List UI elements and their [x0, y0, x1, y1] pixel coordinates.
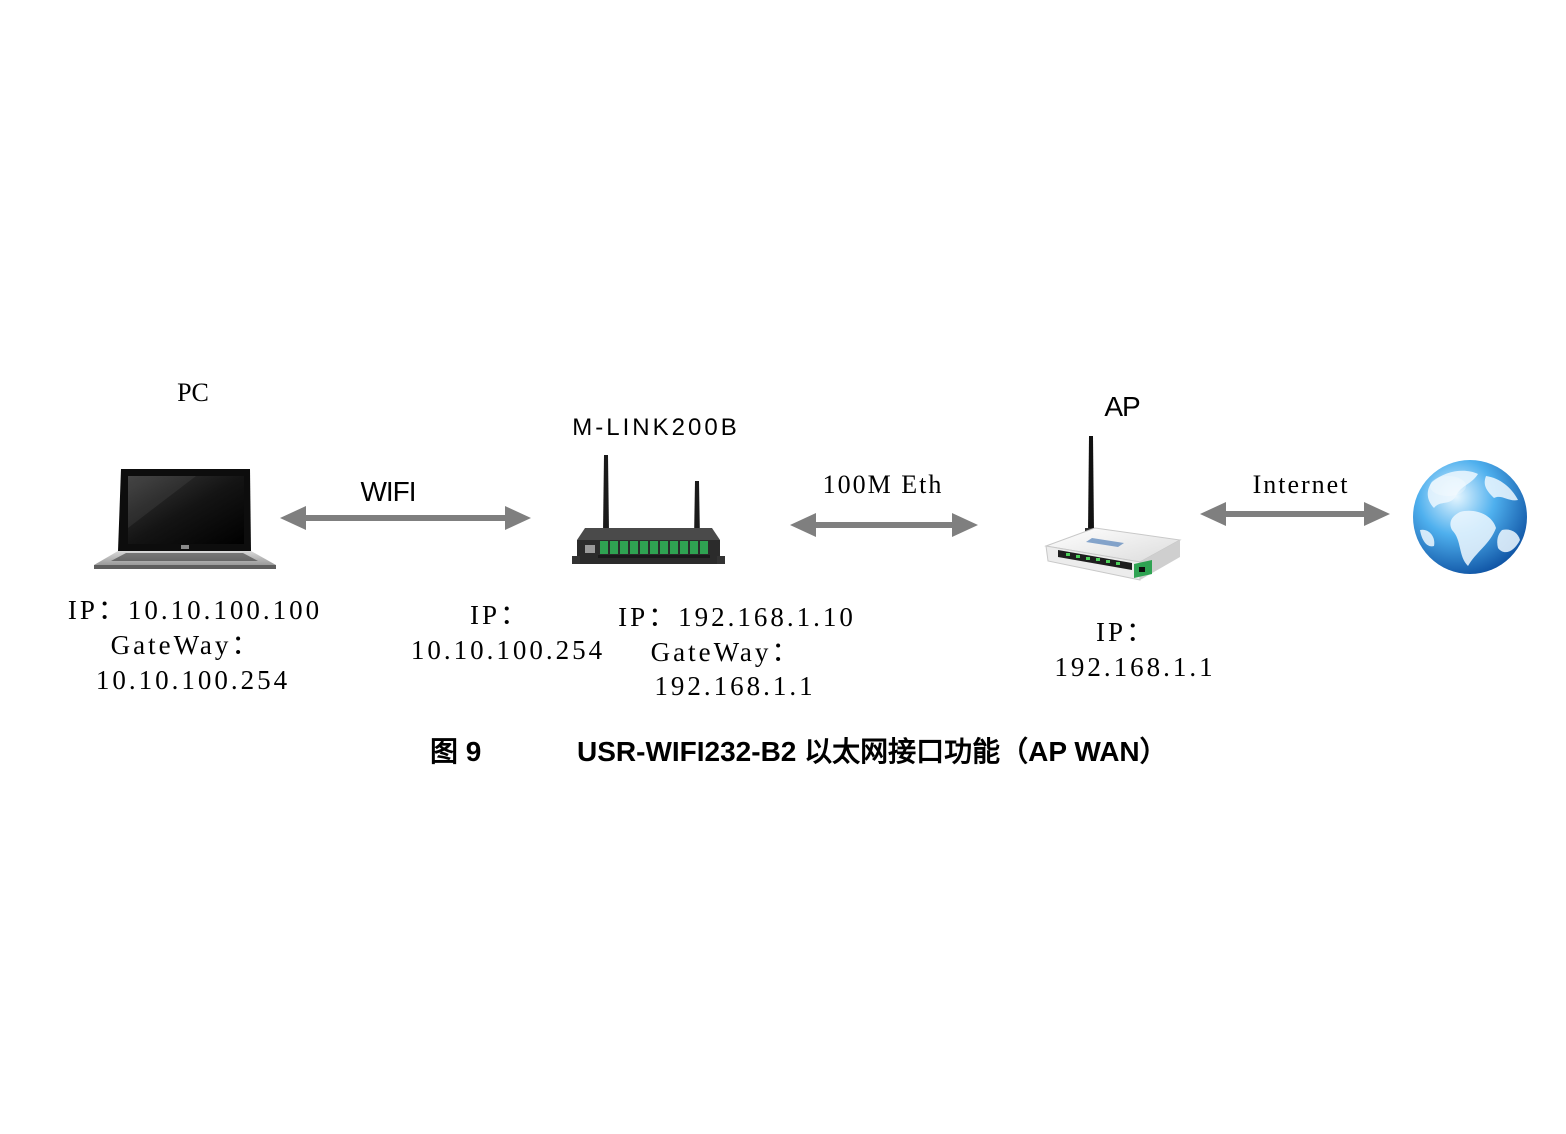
ap-ip: 192.168.1.1	[1054, 652, 1216, 682]
eth-link-arrow	[790, 513, 978, 537]
mlink-wifi-ip: 10.10.100.254	[410, 635, 606, 665]
figure-title: USR-WIFI232-B2 以太网接口功能（AP WAN）	[577, 736, 1168, 767]
mlink-label: M-LINK200B	[572, 414, 740, 441]
wifi-link-label: WIFI	[360, 476, 416, 507]
mlink-eth-ip: IP：192.168.1.10	[618, 602, 856, 632]
internet-link-arrow	[1200, 502, 1390, 526]
pc-gateway: 10.10.100.254	[95, 665, 291, 695]
router-icon	[1044, 436, 1182, 581]
pc-gateway-label: GateWay：	[110, 630, 262, 660]
globe-icon	[1413, 460, 1527, 574]
mlink-wifi-ip-label: IP：	[469, 600, 531, 630]
ap-ip-label: IP：	[1095, 617, 1157, 647]
pc-label: PC	[177, 378, 209, 407]
gateway-device-icon	[572, 455, 725, 564]
wifi-link-arrow	[280, 506, 531, 530]
internet-link-label: Internet	[1252, 470, 1350, 499]
mlink-gateway: 192.168.1.1	[654, 671, 816, 701]
ap-label: AP	[1104, 391, 1140, 422]
eth-link-label: 100M Eth	[822, 470, 944, 499]
mlink-gateway-label: GateWay：	[650, 637, 802, 667]
figure-number: 图 9	[430, 736, 482, 767]
pc-ip: IP：10.10.100.100	[67, 595, 323, 625]
laptop-icon	[94, 469, 276, 569]
